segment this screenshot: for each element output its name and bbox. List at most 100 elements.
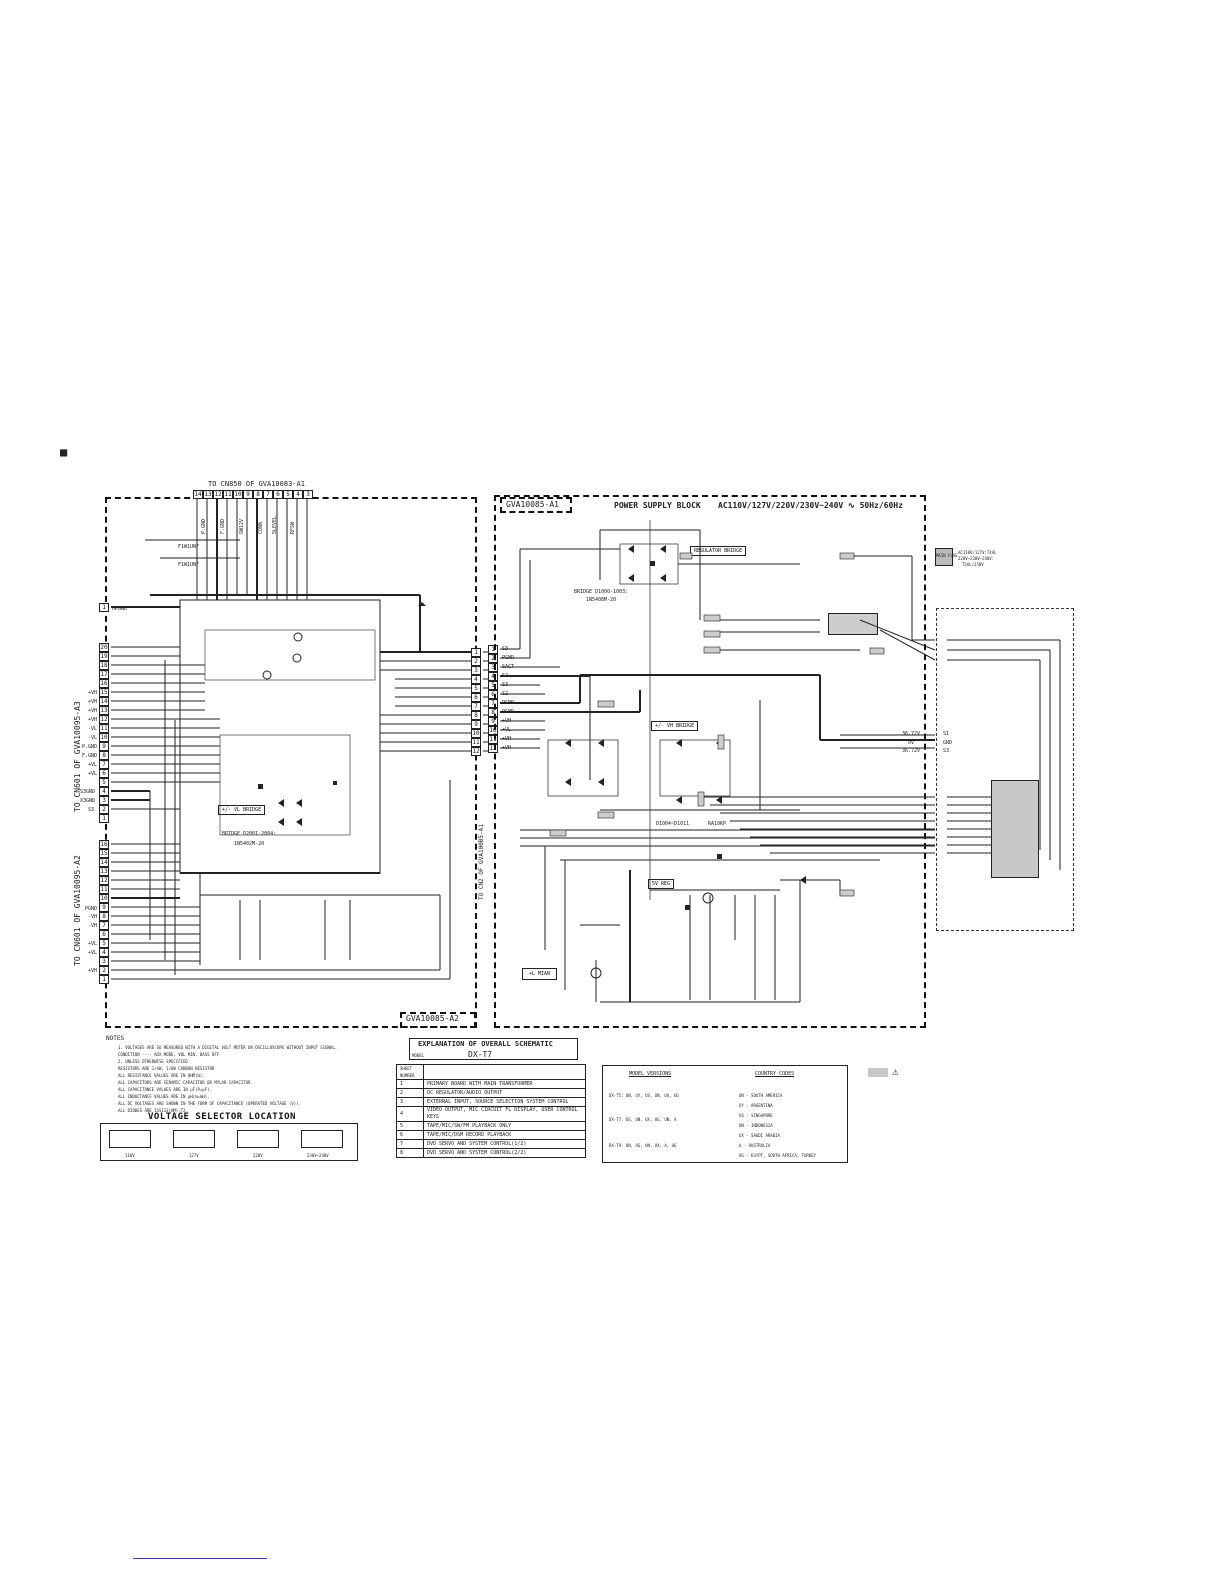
voltage-selector-panel: 110V 127V 220V 230V~240V [100,1123,358,1161]
selector-option: 110V [125,1153,135,1158]
country-line: UX - SAUDI ARABIA [739,1133,780,1138]
model-version-line: DX-T5: UN, UY, US, UN, UX, UG [609,1093,679,1098]
section-bullet: ■ [60,445,68,459]
vl-bridge-label: +/- VL BRIDGE [218,805,266,815]
pin-name: -VL [88,726,98,732]
bridge-part-no: 1N5402M-20 [234,841,265,847]
pin-name: P.GND [82,744,98,750]
bridge-parts: BRIDGE D2001-2004: [222,831,277,837]
country-line: A - AUSTRALIA [739,1143,771,1148]
pin: 12 [488,744,498,753]
sheet-num: 8 [396,1148,424,1158]
selector-option: 230V~240V [307,1153,329,1158]
pin: 19 [99,652,109,661]
pin: 9 [488,717,498,726]
top-pin: 7 [263,490,273,499]
sheet-num: 1 [396,1079,424,1089]
sheet-num: 6 [396,1130,424,1140]
pin: 10 [99,894,109,903]
top-pin: 5 [283,490,293,499]
pin: 10 [99,733,109,742]
pin: 14 [99,697,109,706]
pin-name: +VL [88,941,98,947]
pin-name: F.GND [82,753,98,759]
pin: 5 [99,778,109,787]
pin: 2 [471,657,481,666]
transformer-outline [936,608,1074,931]
country-line: UN - SOUTH AMERICA [739,1093,783,1098]
safety-legend-swatch [868,1068,888,1077]
pin: 1 [488,645,498,654]
notes-line: ALL INDUCTANCE VALUES ARE IN μH(m=mH). [118,1094,210,1099]
pin: 1 [471,648,481,657]
pin: 6 [99,769,109,778]
a1-tag-box [500,497,572,513]
top-pin: 9 [243,490,253,499]
notes-line: ALL DIODES ARE 1SS133(HM):T2. [118,1108,188,1113]
pin: 5 [488,681,498,690]
pin-name: +VL [88,950,98,956]
voltage-selector-title: VOLTAGE SELECTOR LOCATION [148,1112,296,1122]
pin: 12 [99,876,109,885]
transformer-pin: GND [943,740,953,746]
pin: 6 [488,690,498,699]
fuse-spec: T2AL/250V [962,562,984,567]
vh-bridge-label: +/- VH BRIDGE [651,721,699,731]
transformer-pin: S1 [943,731,950,737]
pin-name: HPGND [112,606,128,612]
selector-230v [301,1130,343,1148]
pin-name: S3GND [80,789,96,795]
top-pin: 3 [303,490,313,499]
top-pin: 12 [213,490,223,499]
resistor-label: F1W1UNF [178,562,200,568]
a2-board-tag: GVA10085-A2 [406,1014,459,1023]
pin-name: -VH [88,914,98,920]
pin: 9 [99,742,109,751]
top-connector-strip: 14 13 12 11 10 9 8 7 6 5 4 3 [193,490,313,499]
pin: 7 [488,699,498,708]
sheet-desc: DVD SERVO AND SYSTEM CONTROL(2/2) [423,1148,586,1158]
country-codes-title: COUNTRY CODES [755,1071,795,1077]
pin-name: X3GND [80,798,96,804]
pin: 13 [99,706,109,715]
pin-name: +VH [88,708,98,714]
country-line: UG - EGYPT, SOUTH AFRICA, TURKEY [739,1153,817,1158]
pin: 2 [99,966,109,975]
pin: 5 [471,684,481,693]
pin-name: +VH [88,717,98,723]
pin: 10 [488,726,498,735]
selector-110v [109,1130,151,1148]
country-line: UY - ARGENTINA [739,1103,773,1108]
notes-heading: NOTES [106,1035,125,1042]
footer-link-line [133,1558,267,1559]
pin: 20 [99,643,109,652]
model-version-line: DX-T7: US, UN, UX, UG, UN, A [609,1117,677,1122]
right-board-outline [494,495,926,1028]
pin: 11 [488,735,498,744]
bridge-part-no: 1N5408M-20 [586,597,617,603]
pin: 1 [99,814,109,823]
notes-line: ALL CAPACITORS ARE CERAMIC CAPACITOR OR … [118,1080,253,1085]
pin-name: +VL [88,771,98,777]
fuse-spec: AC110V/127V:T4AL [958,550,997,555]
notes-line: RESISTORS ARE 1/4W, 1/6W CARBON RESISTOR [118,1066,215,1071]
top-pin: 14 [193,490,203,499]
pin: 11 [471,738,481,747]
pin: 1 [99,975,109,984]
pin: 4 [99,787,109,796]
transformer-pin: S3 [943,748,950,754]
a2-tag-box [400,1012,476,1028]
top-pin: 4 [293,490,303,499]
sheet-num: 3 [396,1097,424,1107]
explanation-title: EXPLANATION OF OVERALL SCHEMATIC [418,1040,553,1048]
pin: 1 [99,603,109,612]
pin: 9 [99,903,109,912]
pin: 13 [99,867,109,876]
pin: 14 [99,858,109,867]
pin: 11 [99,724,109,733]
pin: 9 [471,720,481,729]
sheet-desc: VIDEO OUTPUT, MIC CIRCUIT FL DISPLAY, US… [423,1106,586,1122]
pin: 17 [99,670,109,679]
